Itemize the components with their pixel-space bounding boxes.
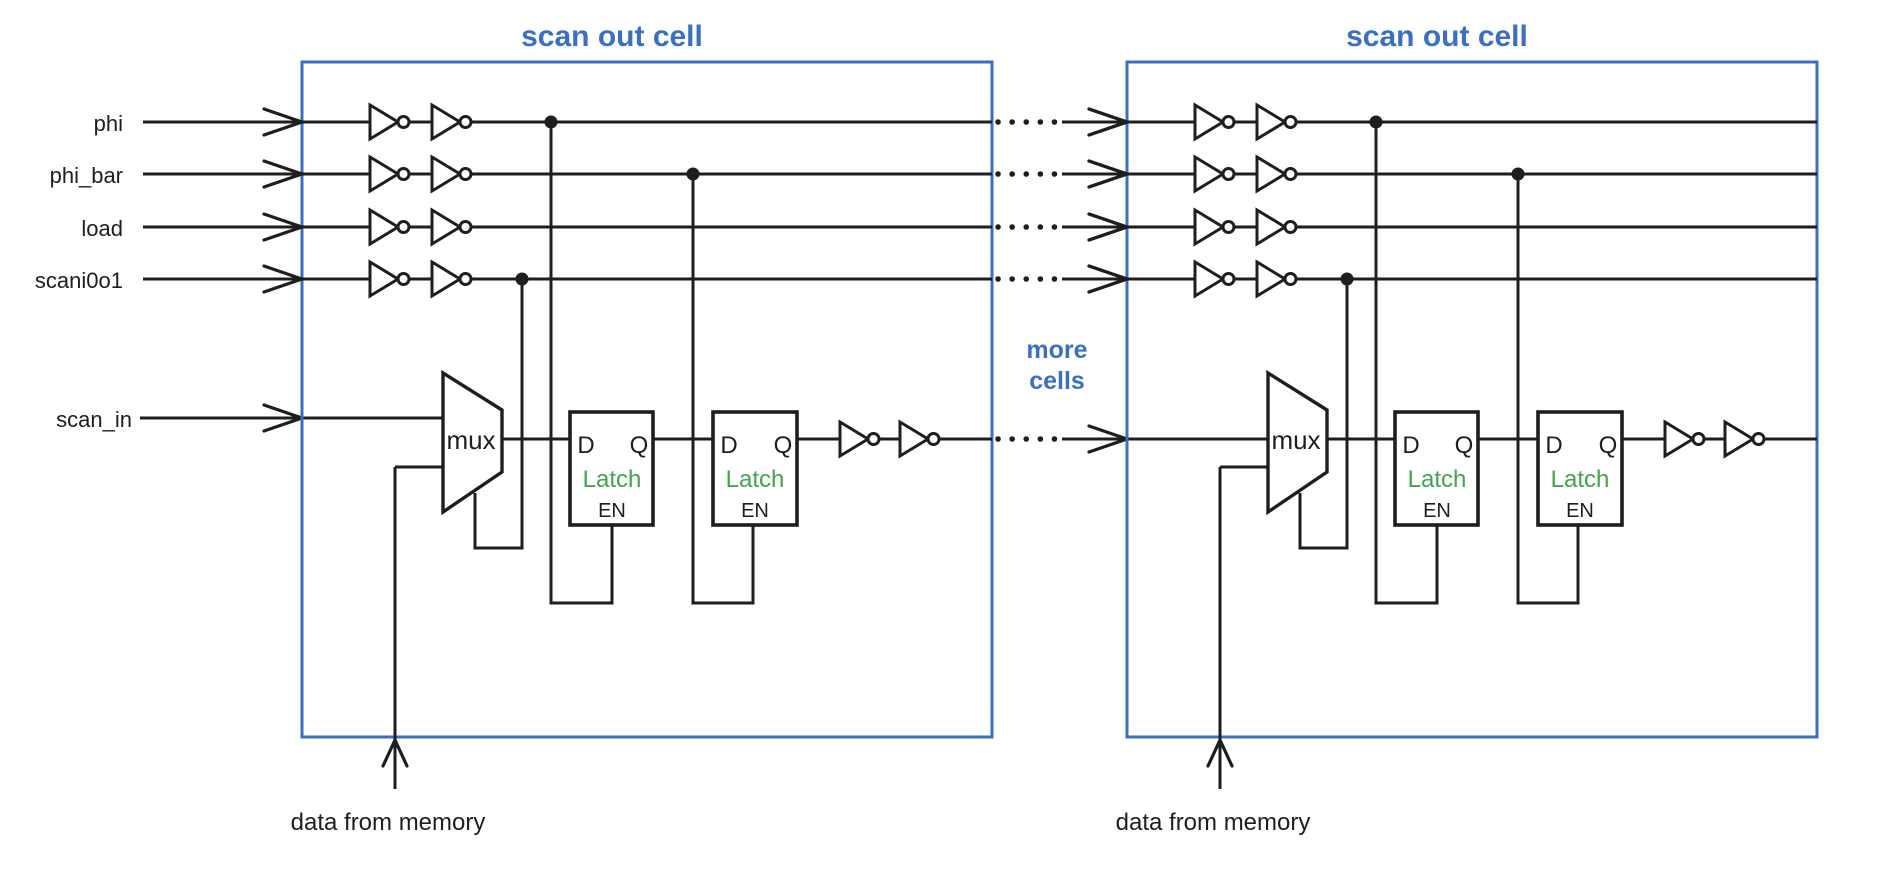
cell1-latch2-label: Latch bbox=[726, 466, 785, 493]
cell1-latch1-q-label: Q bbox=[630, 432, 649, 459]
scan-chain-link bbox=[995, 424, 1268, 454]
phi-label: phi bbox=[94, 111, 123, 136]
more-cells-label-line2: cells bbox=[1029, 367, 1085, 395]
cell2-data-from-memory-label: data from memory bbox=[1116, 809, 1311, 836]
scani0o1-link bbox=[995, 264, 1129, 294]
cell1-latch2-d-label: D bbox=[720, 432, 737, 459]
load-link bbox=[995, 212, 1129, 242]
cell1-latch1-label: Latch bbox=[583, 466, 642, 493]
phi-bar-label: phi_bar bbox=[50, 163, 123, 188]
cell2-latch1-d-label: D bbox=[1402, 432, 1419, 459]
cell1-latch2-q-label: Q bbox=[774, 432, 793, 459]
cell1-data-from-memory-label: data from memory bbox=[291, 809, 486, 836]
phi-link bbox=[995, 107, 1129, 137]
cell1-latch1-en-label: EN bbox=[598, 500, 626, 522]
cell2-latch1-q-label: Q bbox=[1455, 432, 1474, 459]
phi-bar-link bbox=[995, 159, 1129, 189]
cell1-mux-label: mux bbox=[446, 425, 495, 455]
cell2-latch1-en-label: EN bbox=[1423, 500, 1451, 522]
inter-cell-links: more cells bbox=[995, 107, 1268, 454]
cell1-wiring bbox=[264, 62, 992, 789]
cell2-mux-label: mux bbox=[1271, 425, 1320, 455]
scani0o1-label: scani0o1 bbox=[35, 268, 123, 293]
cell2-wiring bbox=[1089, 62, 1817, 789]
cell2-latch2-en-label: EN bbox=[1566, 500, 1594, 522]
cell2-latch2-label: Latch bbox=[1551, 466, 1610, 493]
cell1-latch1-d-label: D bbox=[577, 432, 594, 459]
scan-out-cell-2: scan out cell mux D Q Latch EN D Q Latch… bbox=[1089, 20, 1817, 836]
more-cells-label-line1: more bbox=[1026, 336, 1087, 364]
load-label: load bbox=[81, 216, 123, 241]
cell2-title: scan out cell bbox=[1346, 20, 1528, 53]
input-leads: phi phi_bar load scani0o1 scan_in bbox=[35, 111, 443, 433]
scan-in-label: scan_in bbox=[56, 407, 132, 432]
cell1-title: scan out cell bbox=[521, 20, 703, 53]
cell2-latch2-d-label: D bbox=[1545, 432, 1562, 459]
cell2-latch1-label: Latch bbox=[1408, 466, 1467, 493]
cell1-latch2-en-label: EN bbox=[741, 500, 769, 522]
cell2-latch2-q-label: Q bbox=[1599, 432, 1618, 459]
scan-out-cell-1: scan out cell mux D Q Latch EN D Q Latch… bbox=[264, 20, 992, 836]
